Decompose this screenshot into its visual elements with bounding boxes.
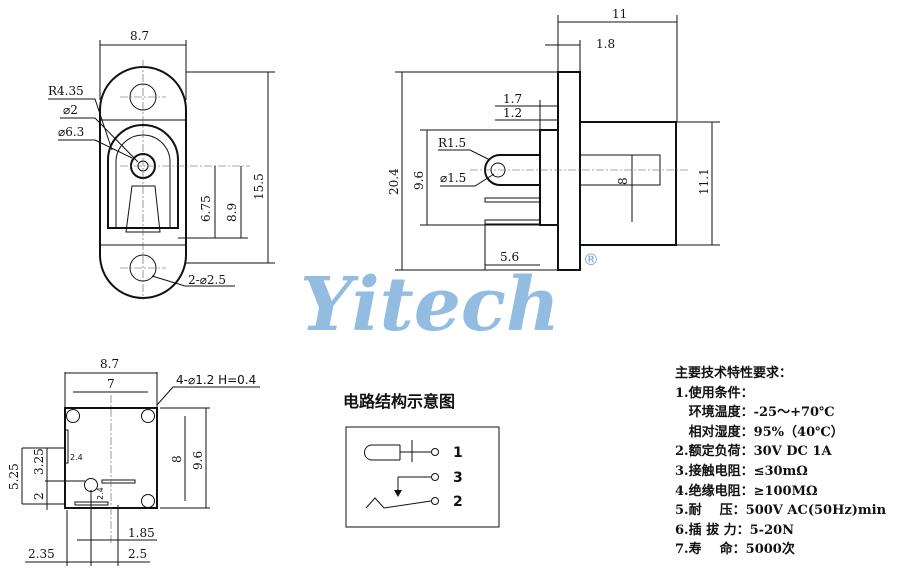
circuit-title: 电路结构示意图 [343, 392, 456, 411]
spec-line: 2.额定负荷：30V DC 1A [675, 444, 832, 460]
dim-inner: 7 [107, 377, 115, 391]
front-view: 8.7 15.5 8.9 6.75 R4.35 ⌀2 ⌀6.3 2-⌀2.5 [48, 29, 275, 300]
dim-holes: 4-⌀1.2 H=0.4 [176, 373, 256, 387]
spec-line: 4.绝缘电阻：≥100MΩ [675, 483, 818, 499]
dim-2-5: 2.5 [128, 547, 147, 561]
dim-flange: 1.8 [596, 37, 615, 51]
dim-1-85: 1.85 [128, 526, 155, 540]
dim-height: 15.5 [252, 173, 266, 200]
side-view: 11 1.8 1.7 1.2 20.4 9.6 8 11.1 5.6 R1.5 … [387, 7, 720, 271]
dim-5-6: 5.6 [500, 250, 519, 264]
dim-width: 8.7 [130, 29, 149, 43]
dim-width: 8.7 [100, 357, 119, 371]
circuit-diagram: 1 3 2 [345, 426, 500, 528]
dim-length: 11 [612, 7, 627, 21]
dim-dia-large: ⌀6.3 [58, 125, 84, 139]
dim-dia-small: ⌀2 [63, 103, 78, 117]
dim-9-6: 9.6 [191, 451, 205, 470]
spec-line: 5.耐 压：500V AC(50Hz)min [675, 503, 887, 519]
dim-radius: R4.35 [48, 84, 84, 98]
dim-1-2: 1.2 [503, 106, 522, 120]
dim-3-25: 3.25 [32, 448, 46, 475]
bottom-view: 8.7 7 4-⌀1.2 H=0.4 9.6 8 5.25 3.25 2 2.4… [7, 357, 260, 566]
spec-line: 1.使用条件： [675, 385, 754, 401]
dim-8: 8 [616, 177, 630, 185]
spec-line: 环境温度：-25～+70℃ [675, 405, 835, 421]
dim-2-35: 2.35 [28, 547, 55, 561]
dim-2: 2 [32, 492, 46, 500]
registered-mark: ® [583, 250, 599, 269]
dim-1-7: 1.7 [503, 92, 522, 106]
dim-2-4b: 2.4 [96, 487, 105, 500]
dim-2-4a: 2.4 [70, 453, 83, 462]
dim-8: 8 [170, 455, 184, 463]
pin-3-label: 3 [453, 470, 463, 486]
pin-2-label: 2 [453, 494, 463, 510]
dim-dia-1-5: ⌀1.5 [440, 171, 466, 185]
dim-20-4: 20.4 [387, 168, 401, 195]
spec-line: 6.插 拔 力：5-20N [675, 522, 795, 538]
dim-11-1: 11.1 [697, 168, 711, 195]
spec-list: 主要技术特性要求： 1.使用条件： 环境温度：-25～+70℃ 相对湿度：95%（… [675, 364, 886, 560]
dim-r1-5: R1.5 [438, 136, 466, 150]
spec-line: 相对湿度：95%（40℃） [675, 424, 844, 440]
spec-title: 主要技术特性要求： [675, 366, 793, 381]
pin-1-label: 1 [453, 445, 463, 461]
spec-line: 7.寿 命：5000次 [675, 542, 795, 558]
spec-line: 3.接触电阻：≤30mΩ [675, 463, 808, 479]
dim-8-9: 8.9 [225, 203, 239, 222]
watermark-logo: Yitech [300, 262, 560, 348]
dim-5-25: 5.25 [7, 463, 21, 490]
dim-9-6: 9.6 [412, 171, 426, 190]
dim-holes: 2-⌀2.5 [188, 273, 226, 287]
dim-6-75: 6.75 [199, 195, 213, 222]
